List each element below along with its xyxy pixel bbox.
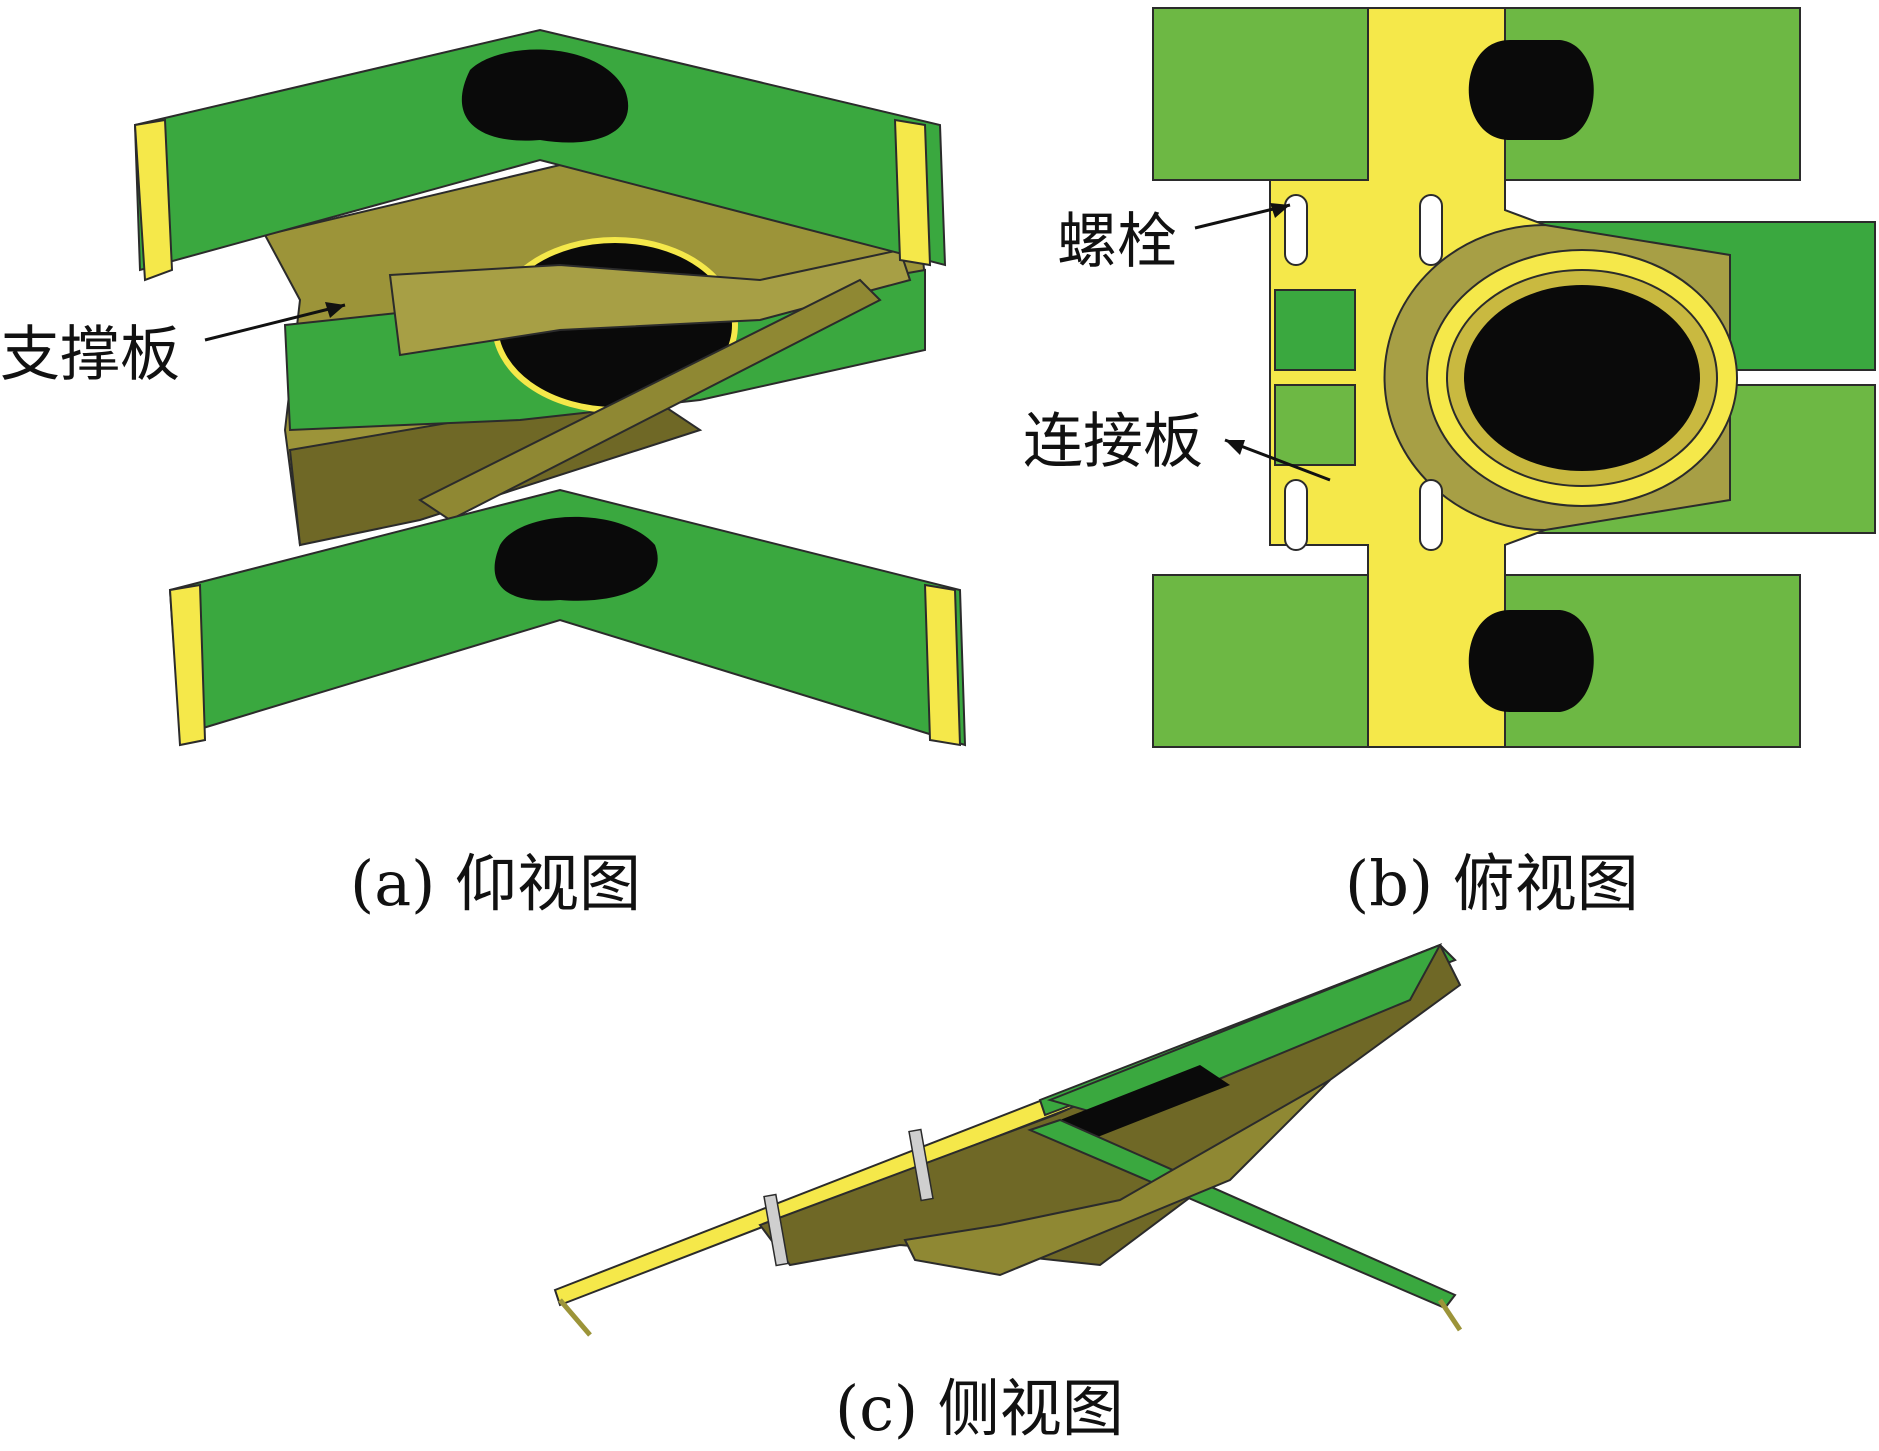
hole-top — [1468, 40, 1594, 140]
upper-arm — [388, 248, 912, 357]
diagonal-strut — [418, 278, 882, 522]
panel-b-caption: (b) 俯视图 — [1345, 847, 1639, 920]
connecting-plate-arrowhead — [1225, 440, 1245, 455]
side-lower-arm — [903, 1079, 1331, 1277]
block-bottom-left — [1152, 574, 1369, 748]
bolt-slot-2 — [1419, 194, 1443, 266]
bolt-label: 螺栓 — [1057, 207, 1177, 277]
side-black-gap — [1060, 1065, 1230, 1140]
top-v-hole — [461, 49, 629, 143]
top-v-plate-edge-left — [133, 118, 174, 282]
bolt-arrowhead — [1270, 203, 1290, 218]
left-green-strip-lower — [1274, 384, 1356, 466]
hole-bottom — [1468, 610, 1594, 712]
panel-a-caption: (a) 仰视图 — [350, 847, 641, 920]
bottom-v-hole — [494, 516, 658, 601]
top-v-plate-edge-right — [893, 118, 932, 267]
panel-b-top-view: 螺栓 连接板 (b) 俯视图 — [1023, 7, 1876, 920]
bottom-v-plate-edge-right — [923, 583, 962, 747]
bolt-slot-1 — [1284, 194, 1308, 266]
support-plate-arrow — [204, 303, 346, 342]
block-top-left — [1152, 7, 1369, 181]
support-plate-arrowhead — [325, 302, 345, 318]
bolt-slot-4 — [1419, 479, 1443, 551]
side-bolt-1 — [763, 1193, 789, 1267]
panel-c-side-view: (c) 侧视图 — [553, 943, 1463, 1445]
panel-a-bottom-view: 支撑板 (a) 仰视图 — [0, 28, 967, 920]
panel-c-caption: (c) 侧视图 — [835, 1372, 1124, 1445]
side-foot-right — [1437, 1298, 1463, 1332]
left-green-strip-upper — [1274, 289, 1356, 371]
ring-opening — [1464, 285, 1700, 471]
support-plate-label: 支撑板 — [0, 320, 180, 390]
side-green-rod — [1027, 1118, 1457, 1310]
bottom-v-plate-edge-left — [168, 583, 207, 747]
side-bolt-2 — [908, 1128, 934, 1202]
side-foot-left — [558, 1298, 592, 1337]
top-v-plate — [133, 28, 947, 272]
connecting-plate-label: 连接板 — [1023, 407, 1203, 477]
bolt-slot-3 — [1284, 479, 1308, 551]
